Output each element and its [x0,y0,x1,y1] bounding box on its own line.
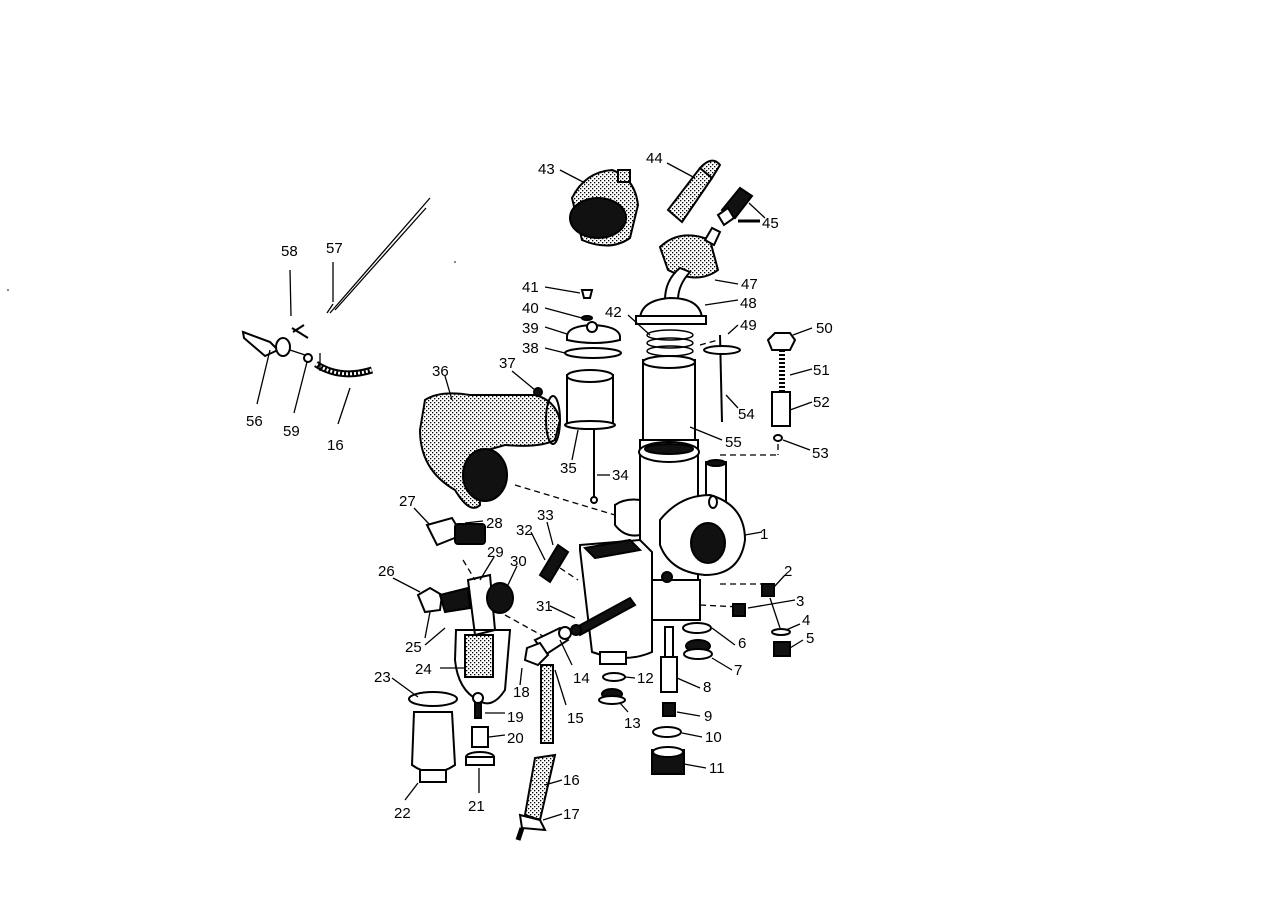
part-label-42: 42 [605,304,622,321]
part-label-26: 26 [378,563,395,580]
part-label-52: 52 [813,394,830,411]
part-label-55: 55 [725,434,742,451]
part-label-31: 31 [536,598,553,615]
part-label-43: 43 [538,161,555,178]
part-label-28: 28 [486,515,503,532]
part-label-50: 50 [816,320,833,337]
part-label-6: 6 [738,635,747,652]
needle-valve-group [530,521,637,637]
part-label-8: 8 [703,679,712,696]
part-label-49: 49 [740,317,757,334]
part-label-2: 2 [784,563,793,580]
part-label-47: 47 [741,276,758,293]
air-filter-group [559,159,766,301]
part-label-44: 44 [646,150,663,167]
part-label-36: 36 [432,363,449,380]
fuel-line-group [515,626,573,841]
pilot-jet-group [766,327,813,451]
part-label-15: 15 [567,710,584,727]
small-jets-group [732,574,804,657]
part-label-35: 35 [560,460,577,477]
part-label-12: 12 [637,670,654,687]
part-label-59: 59 [283,423,300,440]
part-label-10: 10 [705,729,722,746]
part-label-18: 18 [513,684,530,701]
sediment-bowl-group [391,677,506,801]
part-label-3: 3 [796,593,805,610]
part-label-16-cable: 16 [327,437,344,454]
part-label-16: 16 [563,772,580,789]
main-jet-stack [598,622,736,775]
part-label-37: 37 [499,355,516,372]
part-label-38: 38 [522,340,539,357]
part-label-1: 1 [760,526,769,543]
part-label-58: 58 [281,243,298,260]
part-label-45: 45 [762,215,779,232]
part-label-39: 39 [522,320,539,337]
part-label-9: 9 [704,708,713,725]
part-label-24: 24 [415,661,432,678]
part-label-32: 32 [516,522,533,539]
part-label-17: 17 [563,806,580,823]
part-label-41: 41 [522,279,539,296]
part-label-25: 25 [405,639,422,656]
part-label-48: 48 [740,295,757,312]
intake-elbow [418,370,616,516]
choke-cable-assembly [241,197,431,425]
part-label-27: 27 [399,493,416,510]
part-label-11: 11 [709,760,725,777]
part-label-34: 34 [612,467,629,484]
part-label-40: 40 [522,300,539,317]
part-label-56: 56 [246,413,263,430]
part-label-19: 19 [507,709,524,726]
part-label-20: 20 [507,730,524,747]
part-label-29: 29 [487,544,504,561]
part-label-54: 54 [738,406,755,423]
part-label-14: 14 [573,670,590,687]
part-label-23: 23 [374,669,391,686]
carburettor-body [579,439,779,665]
part-label-4: 4 [802,612,811,629]
float-chamber-top-group [544,286,622,504]
part-label-13: 13 [624,715,641,732]
part-label-33: 33 [537,507,554,524]
part-label-57: 57 [326,240,343,257]
part-label-53: 53 [812,445,829,462]
part-label-21: 21 [468,798,485,815]
part-label-22: 22 [394,805,411,822]
part-label-7: 7 [734,662,743,679]
fuel-tap-group [392,507,551,705]
part-label-5: 5 [806,630,815,647]
part-label-30: 30 [510,553,527,570]
part-label-51: 51 [813,362,830,379]
throttle-slide-group [627,296,741,441]
